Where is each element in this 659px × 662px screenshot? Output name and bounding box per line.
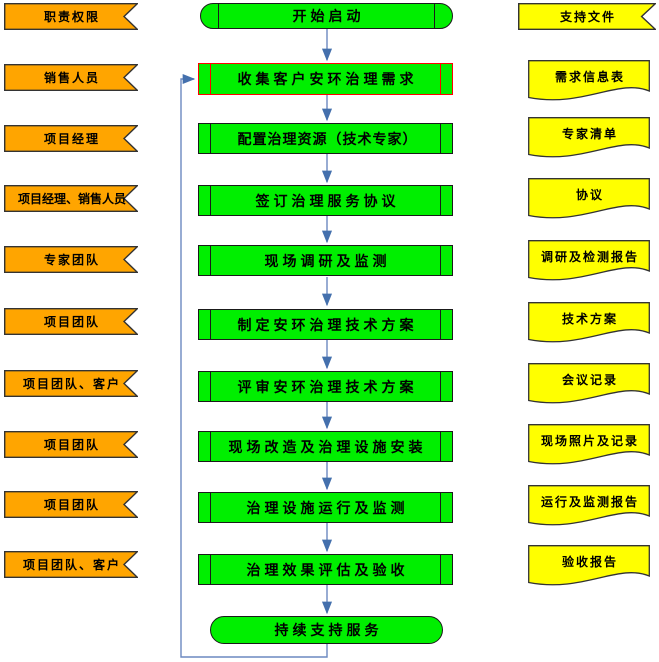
step-label: 配置治理资源（技术专家） [237, 130, 418, 147]
doc-operation-monitoring-report: 运行及监测报告 [528, 485, 650, 529]
role-banner-team-customer-2: 项目团队、客户 [4, 551, 138, 578]
role-banner-team-customer-1: 项目团队、客户 [4, 370, 138, 397]
end-terminator: 持续支持服务 [210, 616, 443, 644]
start-label: 开始启动 [292, 8, 365, 24]
doc-expert-list: 专家清单 [528, 117, 650, 161]
step-label: 治理设施运行及监测 [246, 499, 409, 516]
doc-label: 会议记录 [561, 373, 618, 387]
step-label: 现场调研及监测 [264, 252, 391, 269]
role-label: 项目团队 [43, 438, 100, 452]
start-terminator: 开始启动 [200, 3, 453, 29]
process-side-bar [439, 186, 441, 215]
process-side-bar [439, 493, 441, 522]
doc-banner-header: 支持文件 [518, 3, 656, 30]
process-side-bar [439, 310, 441, 339]
process-side-bar [439, 246, 441, 275]
step-sign-agreement: 签订治理服务协议 [198, 185, 453, 216]
doc-technical-plan: 技术方案 [528, 302, 650, 346]
step-collect-requirements: 收集客户安环治理需求 [198, 63, 453, 95]
doc-agreement: 协议 [528, 178, 650, 222]
doc-label: 调研及检测报告 [540, 250, 639, 264]
role-banner-pm-sales: 项目经理、销售人员 [4, 185, 138, 212]
doc-requirement-form: 需求信息表 [528, 60, 650, 104]
doc-label: 技术方案 [561, 312, 618, 326]
role-label: 项目团队 [43, 498, 100, 512]
doc-acceptance-report: 验收报告 [528, 545, 650, 589]
step-effect-evaluation-acceptance: 治理效果评估及验收 [198, 554, 453, 585]
process-side-bar [439, 124, 441, 153]
role-banner-project-team-3: 项目团队 [4, 491, 138, 518]
step-site-retrofit-install: 现场改造及治理设施安装 [198, 431, 453, 462]
step-label: 制定安环治理技术方案 [237, 316, 418, 333]
terminator-side-bar [433, 4, 435, 28]
process-side-bar [439, 432, 441, 461]
step-label: 评审安环治理技术方案 [237, 378, 418, 395]
process-side-bar [439, 555, 441, 584]
role-label: 项目经理 [43, 132, 100, 146]
role-label: 专家团队 [43, 253, 100, 267]
doc-site-photos-records: 现场照片及记录 [528, 424, 650, 468]
doc-meeting-minutes: 会议记录 [528, 363, 650, 407]
doc-label: 运行及监测报告 [540, 495, 639, 509]
doc-label: 专家清单 [561, 127, 618, 141]
role-banner-header: 职责权限 [4, 3, 138, 30]
step-configure-resources: 配置治理资源（技术专家） [198, 123, 453, 154]
step-site-survey: 现场调研及监测 [198, 245, 453, 276]
step-label: 签订治理服务协议 [255, 192, 400, 209]
process-side-bar [439, 64, 441, 94]
terminator-side-bar [218, 4, 220, 28]
doc-label: 需求信息表 [554, 70, 625, 84]
role-label: 项目经理、销售人员 [17, 192, 126, 206]
step-label: 收集客户安环治理需求 [237, 71, 418, 87]
doc-label: 现场照片及记录 [540, 434, 639, 448]
role-banner-expert-team: 专家团队 [4, 246, 138, 273]
end-label: 持续支持服务 [274, 622, 383, 638]
doc-label: 协议 [575, 188, 604, 202]
role-label: 项目团队、客户 [22, 558, 121, 572]
role-label: 项目团队、客户 [22, 377, 121, 391]
step-label: 现场改造及治理设施安装 [228, 438, 427, 455]
role-label: 销售人员 [43, 71, 100, 85]
step-label: 治理效果评估及验收 [246, 561, 409, 578]
role-label: 项目团队 [43, 315, 100, 329]
role-banner-project-team-1: 项目团队 [4, 308, 138, 335]
role-label: 职责权限 [43, 10, 100, 24]
doc-survey-test-report: 调研及检测报告 [528, 240, 650, 284]
process-side-bar [439, 372, 441, 401]
doc-header-label: 支持文件 [559, 10, 616, 24]
role-banner-project-team-2: 项目团队 [4, 431, 138, 458]
role-banner-project-manager: 项目经理 [4, 125, 138, 152]
doc-label: 验收报告 [561, 555, 618, 569]
role-banner-sales: 销售人员 [4, 64, 138, 91]
step-facility-operation-monitoring: 治理设施运行及监测 [198, 492, 453, 523]
step-review-technical-plan: 评审安环治理技术方案 [198, 371, 453, 402]
step-draft-technical-plan: 制定安环治理技术方案 [198, 309, 453, 340]
